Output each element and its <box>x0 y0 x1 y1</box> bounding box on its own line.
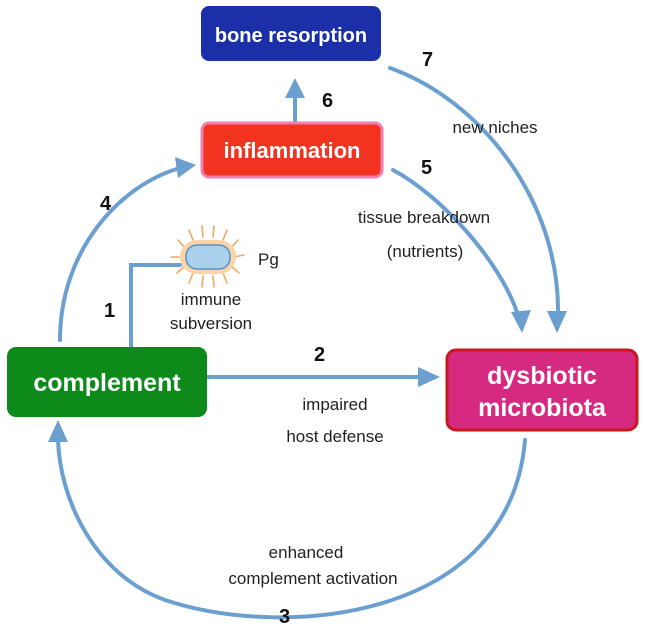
edge-6-arrowhead <box>285 78 305 98</box>
inflammation-label: inflammation <box>224 138 361 163</box>
edge-7-caption: new niches <box>452 118 537 137</box>
edge-7-number: 7 <box>422 49 433 71</box>
bacterium-body <box>185 244 231 270</box>
connections <box>48 66 567 620</box>
bone-resorption-box <box>201 6 381 61</box>
edge-5-caption-line2: (nutrients) <box>387 242 464 261</box>
node-inflammation: inflammation <box>200 121 384 179</box>
edge-1-line <box>129 263 182 350</box>
edge-3-line <box>56 438 527 620</box>
node-bone-resorption: bone resorption <box>201 6 381 61</box>
dysbiotic-label-line2: microbiota <box>478 394 607 422</box>
edge-2-caption-line1: impaired <box>302 395 367 414</box>
edge-3-arrowhead <box>48 420 68 442</box>
edge-4-arrowhead <box>175 157 196 178</box>
edge-6-number: 6 <box>322 90 333 112</box>
edge-3-caption-line2: complement activation <box>228 569 397 588</box>
edge-2-number: 2 <box>314 344 325 366</box>
pathogen-label: Pg <box>258 250 279 269</box>
edge-3-number: 3 <box>279 606 290 628</box>
bacterium-icon <box>170 225 245 288</box>
edge-1-caption-line2: subversion <box>170 314 252 333</box>
dysbiotic-label-line1: dysbiotic <box>487 362 597 390</box>
node-complement: complement <box>7 347 207 417</box>
edge-5-line <box>391 168 520 317</box>
edge-5-caption-line1: tissue breakdown <box>358 208 490 227</box>
bone-resorption-label: bone resorption <box>215 25 367 47</box>
edge-5-arrowhead <box>511 310 531 333</box>
edge-3-caption-line1: enhanced <box>269 543 344 562</box>
edge-7-line <box>388 66 561 317</box>
edge-1-caption-line1: immune <box>181 290 241 309</box>
complement-label: complement <box>33 369 181 397</box>
edge-2-arrowhead <box>418 367 440 387</box>
node-dysbiotic-microbiota: dysbiotic microbiota <box>445 348 639 432</box>
edge-7-arrowhead <box>547 311 567 333</box>
dysbiotic-box <box>445 348 639 432</box>
edge-5-number: 5 <box>421 157 432 179</box>
inflammation-box <box>200 121 384 179</box>
complement-box <box>7 347 207 417</box>
edge-4-number: 4 <box>100 193 112 215</box>
edge-1-number: 1 <box>104 300 115 322</box>
edge-4-line <box>58 166 182 342</box>
edge-2-caption-line2: host defense <box>286 427 383 446</box>
